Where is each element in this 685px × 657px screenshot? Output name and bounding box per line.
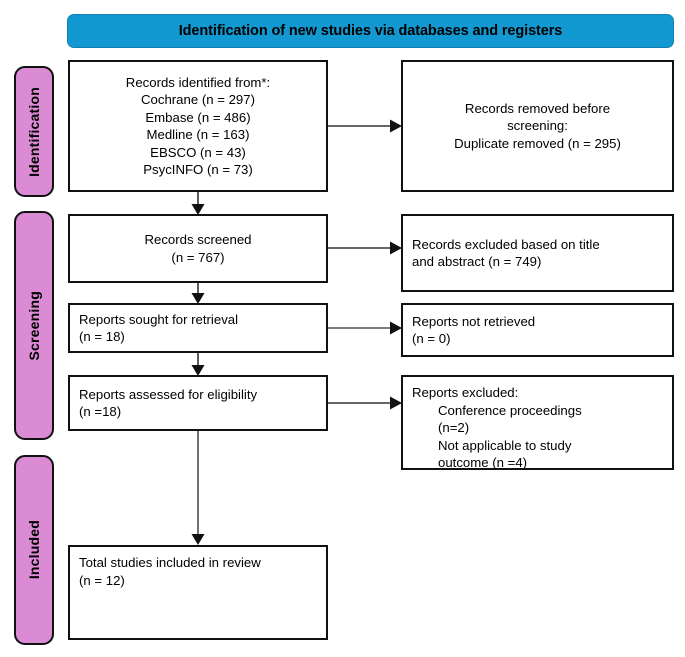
box-line: Records excluded based on title <box>412 236 600 252</box>
arrow-assessed-to-reports-excluded <box>328 393 404 413</box>
box-line: Not applicable to study <box>438 437 572 453</box>
box-line: (n = 767) <box>171 249 225 265</box>
box-total-studies-included: Total studies included in review (n = 12… <box>68 545 328 640</box>
box-line: PsycINFO (n = 73) <box>143 162 253 177</box>
arrow-screened-to-excluded <box>328 238 404 258</box>
box-line: Reports not retrieved <box>412 313 536 329</box>
box-line: outcome (n =4) <box>438 455 528 470</box>
box-line: screening: <box>507 118 568 134</box>
box-line: (n=2) <box>438 420 470 435</box>
arrow-sought-to-assessed <box>188 353 208 377</box>
box-records-screened: Records screened (n = 767) <box>68 214 328 283</box>
box-line: EBSCO (n = 43) <box>150 144 246 160</box>
box-reports-not-retrieved: Reports not retrieved (n = 0) <box>401 303 674 357</box>
box-line: Total studies included in review <box>79 555 261 570</box>
stage-label-screening: Screening <box>26 290 42 361</box>
box-line: Reports excluded: <box>412 385 519 400</box>
box-reports-excluded: Reports excluded: Conference proceedings… <box>401 375 674 470</box>
stage-label-identification: Identification <box>26 86 42 177</box>
box-line: (n = 12) <box>79 572 125 588</box>
arrow-identified-to-screened <box>188 192 208 216</box>
stage-bar-included: Included <box>14 455 54 645</box>
box-line: (n =18) <box>79 404 122 419</box>
arrow-assessed-to-included <box>188 431 208 547</box>
box-line: Records screened <box>144 232 252 247</box>
diagram-banner-title: Identification of new studies via databa… <box>67 14 674 48</box>
box-records-excluded-title-abstract: Records excluded based on title and abst… <box>401 214 674 292</box>
box-line: Reports assessed for eligibility <box>79 386 258 402</box>
banner-label: Identification of new studies via databa… <box>178 23 563 39</box>
box-records-identified: Records identified from*: Cochrane (n = … <box>68 60 328 192</box>
arrow-identified-to-removed <box>328 116 404 136</box>
arrow-sought-to-not-retrieved <box>328 318 404 338</box>
stage-bar-screening: Screening <box>14 211 54 440</box>
box-line: (n = 18) <box>79 329 125 344</box>
box-line: Duplicate removed (n = 295) <box>454 135 621 151</box>
box-line: (n = 0) <box>412 331 451 346</box>
box-line: Records identified from*: <box>125 74 271 90</box>
box-line: Medline (n = 163) <box>146 127 250 142</box>
box-reports-sought-for-retrieval: Reports sought for retrieval (n = 18) <box>68 303 328 353</box>
box-line: Cochrane (n = 297) <box>141 92 255 107</box>
box-reports-assessed-for-eligibility: Reports assessed for eligibility (n =18) <box>68 375 328 431</box>
box-line: and abstract (n = 749) <box>412 254 542 269</box>
stage-label-included: Included <box>26 520 42 580</box>
box-line: Conference proceedings <box>438 402 582 418</box>
box-line: Records removed before <box>464 100 611 116</box>
arrow-screened-to-sought <box>188 283 208 305</box>
box-line: Embase (n = 486) <box>145 109 251 125</box>
stage-bar-identification: Identification <box>14 66 54 197</box>
box-records-removed-before-screening: Records removed before screening: Duplic… <box>401 60 674 192</box>
box-line: Reports sought for retrieval <box>79 311 239 327</box>
